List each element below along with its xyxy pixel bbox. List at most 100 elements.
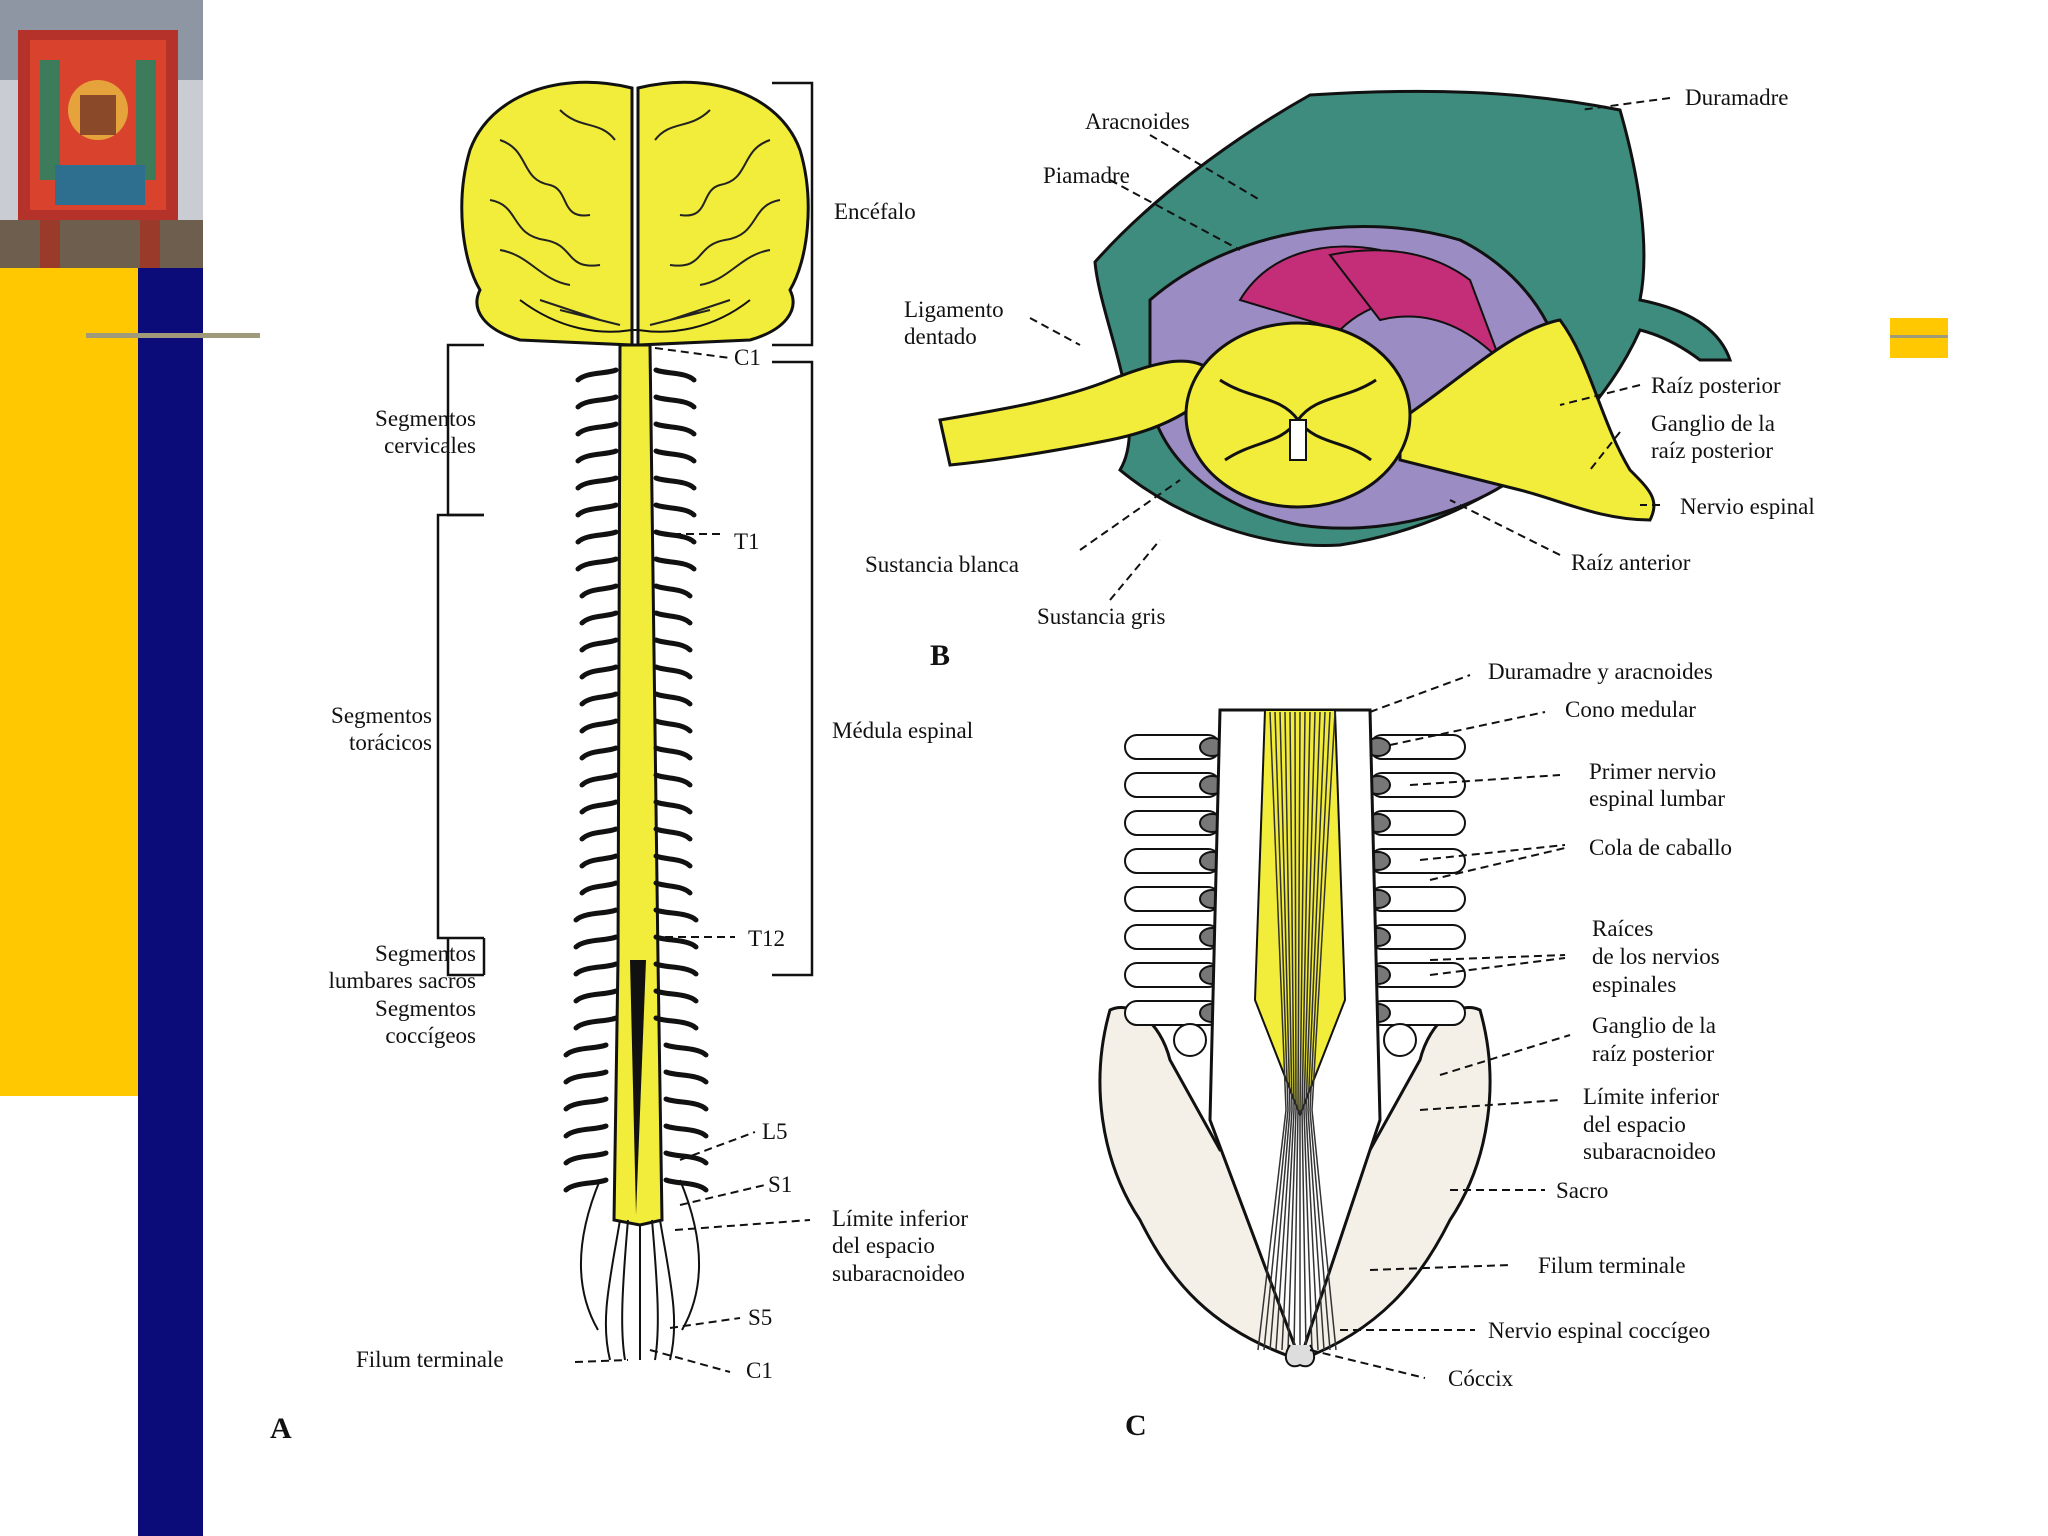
spinal-nerve-root <box>575 529 619 545</box>
label-cono-medular: Cono medular <box>1565 697 1696 722</box>
label-ligamento-1: Ligamento <box>904 297 1004 322</box>
spinal-nerve-root <box>575 556 619 572</box>
cauda-fiber <box>1281 711 1295 1351</box>
cauda-fiber <box>1309 711 1331 1351</box>
spinal-nerve-root <box>653 988 699 1004</box>
spinal-nerve-root <box>563 1096 609 1112</box>
label-aracnoides: Aracnoides <box>1085 109 1190 134</box>
label-encefalo: Encéfalo <box>834 199 916 224</box>
label-ganglio-c-1: Ganglio de la <box>1592 1013 1716 1038</box>
spinal-nerve-root <box>663 1123 709 1139</box>
slide-corner-accent <box>1890 318 1948 358</box>
label-segmentos-lumbares-2: lumbares sacros <box>328 968 476 993</box>
cauda-fiber <box>1299 711 1306 1350</box>
label-duramadre-aracnoides: Duramadre y aracnoides <box>1488 659 1713 684</box>
spinal-nerve-root <box>579 745 619 761</box>
spinal-nerve-root <box>563 1150 609 1166</box>
label-limite-c-1: Límite inferior <box>1583 1084 1720 1109</box>
spinal-nerve-root <box>653 583 693 599</box>
spinal-nerve-root <box>575 394 619 410</box>
label-medula-espinal: Médula espinal <box>832 718 974 743</box>
spinal-nerve-root <box>563 1177 609 1193</box>
spinal-nerve-root <box>575 448 619 464</box>
spinal-nerve-root <box>573 934 619 950</box>
spinal-nerve-root <box>653 637 693 653</box>
spinal-nerve-root <box>653 826 693 842</box>
spinal-nerve-root <box>653 502 697 518</box>
spinal-nerve-root <box>663 1177 709 1193</box>
label-segmentos-lumbares-1: Segmentos <box>375 941 476 966</box>
cauda-fiber <box>1305 711 1321 1351</box>
label-ganglio-b-2: raíz posterior <box>1651 438 1773 463</box>
spinal-nerve-root <box>579 799 619 815</box>
spinal-nerve-root <box>579 826 619 842</box>
spinal-cord-drawing <box>563 343 709 1361</box>
label-primer-nervio-1: Primer nervio <box>1589 759 1717 784</box>
label-nervio-espinal: Nervio espinal <box>1680 494 1815 519</box>
spinal-nerve-root <box>653 448 697 464</box>
label-l5: L5 <box>762 1119 788 1144</box>
spinal-nerve-root <box>579 691 619 707</box>
spinal-nerve-root <box>579 583 619 599</box>
cauda-fiber <box>1275 711 1293 1351</box>
cauda-fiber <box>1293 711 1301 1351</box>
spinal-nerve-root <box>653 718 693 734</box>
building-mural-photo <box>0 0 203 268</box>
label-duramadre: Duramadre <box>1685 85 1789 110</box>
label-sacro: Sacro <box>1556 1178 1609 1203</box>
spinal-nerve-root <box>653 907 699 923</box>
spinal-nerve-root <box>663 1069 709 1085</box>
label-filum-terminale-c: Filum terminale <box>1538 1253 1686 1278</box>
spinal-nerve-root <box>653 772 693 788</box>
label-nervio-coccigeo: Nervio espinal coccígeo <box>1488 1318 1711 1343</box>
label-coccix: Cóccix <box>1448 1366 1514 1391</box>
spinal-nerve-root <box>579 718 619 734</box>
label-raiz-anterior: Raíz anterior <box>1571 550 1691 575</box>
label-limite-a-2: del espacio <box>832 1233 935 1258</box>
spinal-nerve-root <box>575 502 619 518</box>
slide-yellow-band <box>0 268 138 1096</box>
label-ligamento-2: dentado <box>904 324 977 349</box>
label-raiz-posterior: Raíz posterior <box>1651 373 1781 398</box>
cauda-fiber <box>1263 711 1289 1351</box>
spinal-nerve-root <box>579 853 619 869</box>
panel-b-letter: B <box>930 639 951 672</box>
panel-c-letter: C <box>1125 1409 1147 1442</box>
spinal-nerve-root <box>563 1069 609 1085</box>
spinal-nerve-root <box>579 610 619 626</box>
label-filum-terminale-a: Filum terminale <box>356 1347 504 1372</box>
label-raices-2: de los nervios <box>1592 944 1720 969</box>
cauda-fiber <box>1301 711 1311 1351</box>
label-t1: T1 <box>734 529 760 554</box>
cauda-fiber <box>1269 711 1291 1351</box>
label-s1: S1 <box>768 1172 793 1197</box>
label-segmentos-toracicos-2: torácicos <box>348 730 432 755</box>
spinal-nerve-root <box>653 691 693 707</box>
panel-a-letter: A <box>270 1412 292 1445</box>
spinal-nerve-root <box>563 1123 609 1139</box>
spinal-nerve-root <box>653 529 697 545</box>
spinal-nerve-root <box>579 637 619 653</box>
label-c1-top: C1 <box>734 345 761 370</box>
spinal-nerve-root <box>653 394 697 410</box>
panel-a-leaders <box>574 347 811 1373</box>
spinal-nerve-root <box>573 961 619 977</box>
spinal-nerve-root <box>653 367 697 383</box>
spinal-nerve-root <box>573 1015 619 1031</box>
cauda-fiber <box>1311 711 1337 1351</box>
panel-a-brackets <box>436 81 814 977</box>
spinal-nerve-root <box>575 367 619 383</box>
label-ganglio-c-2: raíz posterior <box>1592 1041 1714 1066</box>
cauda-fiber <box>1257 711 1287 1351</box>
label-c1-bottom: C1 <box>746 1358 773 1383</box>
slide-corner-line <box>1890 335 1948 338</box>
spinal-nerve-root <box>653 556 697 572</box>
label-primer-nervio-2: espinal lumbar <box>1589 786 1726 811</box>
spinal-nerve-root <box>663 1096 709 1112</box>
label-sustancia-gris: Sustancia gris <box>1037 604 1166 629</box>
label-cola-caballo: Cola de caballo <box>1589 835 1733 860</box>
spinal-nerve-root <box>573 988 619 1004</box>
label-raices-3: espinales <box>1592 972 1677 997</box>
